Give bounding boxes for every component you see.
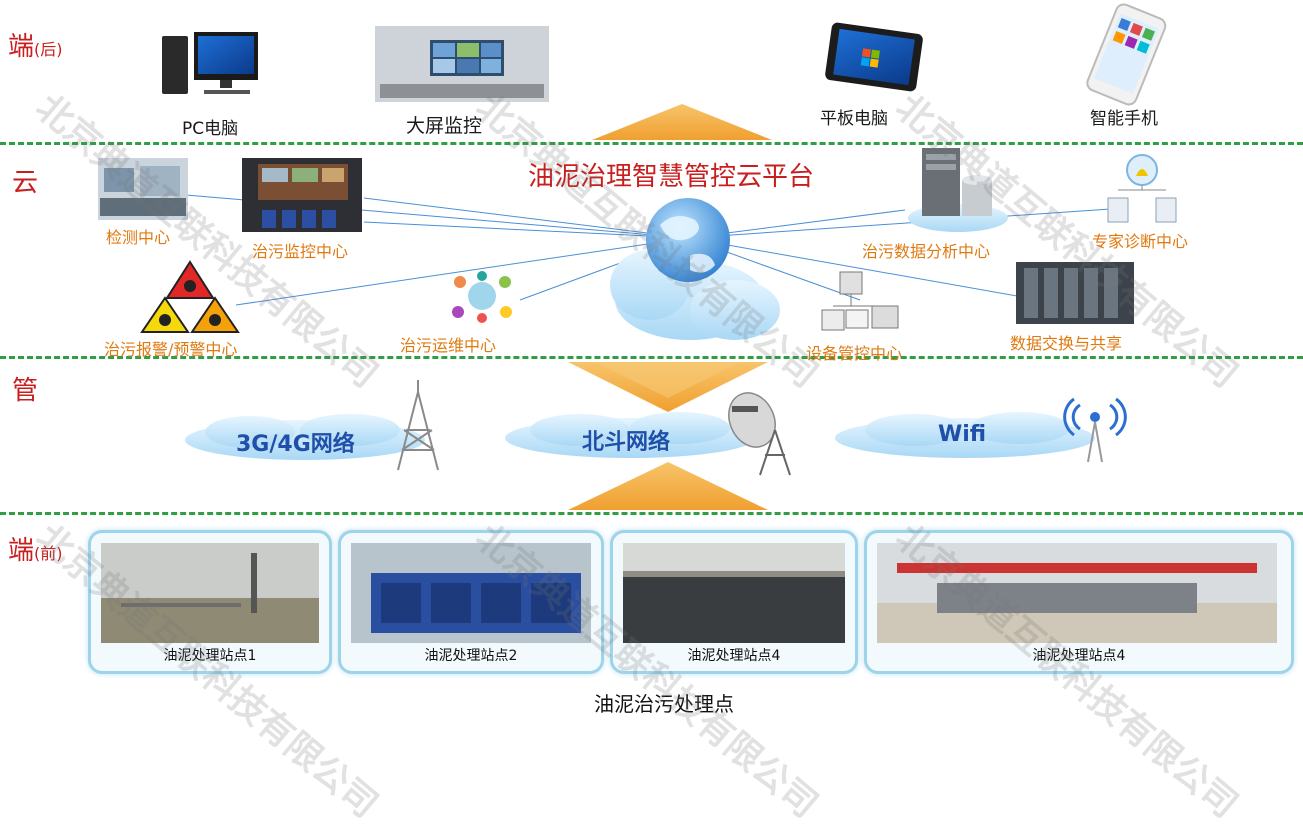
site-card-2: 油泥处理站点2 <box>338 530 604 674</box>
data-analysis-server-icon <box>908 148 1008 232</box>
detect-center-label: 检测中心 <box>106 228 171 247</box>
device-control-icon <box>821 271 899 331</box>
monitor-center-label: 治污监控中心 <box>252 242 349 261</box>
expert-diagnosis-icon <box>1107 154 1177 223</box>
double-arrow-middle <box>568 362 768 412</box>
tablet-icon <box>825 22 923 92</box>
data-exchange-server-photo <box>1016 262 1134 324</box>
layer-label-cloud: 云 <box>12 168 39 198</box>
big-screen-icon <box>375 26 549 102</box>
site-card-3: 油泥处理站点4 <box>610 530 858 674</box>
phone-icon <box>1086 3 1167 106</box>
wifi-network-label: Wifi <box>938 422 987 447</box>
tablet-label: 平板电脑 <box>820 109 888 129</box>
site-label-4: 油泥处理站点4 <box>1032 648 1126 664</box>
up-arrow-bottom <box>568 462 768 510</box>
layer-divider-3 <box>0 512 1303 515</box>
site-label-2: 油泥处理站点2 <box>424 648 518 664</box>
phone-label: 智能手机 <box>1090 109 1158 129</box>
pc-icon <box>162 32 258 94</box>
device-control-label: 设备管控中心 <box>806 344 903 363</box>
beidou-network-label: 北斗网络 <box>582 430 671 455</box>
site-photo-3 <box>623 543 845 643</box>
network-cloud-beidou <box>505 412 755 458</box>
layer-label-pipe: 管 <box>12 376 39 406</box>
up-arrow-top <box>592 104 772 140</box>
alarm-center-label: 治污报警/预警中心 <box>104 340 238 359</box>
site-photo-1 <box>101 543 319 643</box>
expert-diagnosis-label: 专家诊断中心 <box>1092 232 1189 251</box>
satellite-dish-icon <box>728 392 791 476</box>
ops-center-label: 治污运维中心 <box>400 336 497 355</box>
layer-label-end-front: 端(前) <box>8 536 63 566</box>
pc-label: PC电脑 <box>182 119 239 139</box>
site-card-1: 油泥处理站点1 <box>88 530 332 674</box>
site-photo-2 <box>351 543 591 643</box>
big-screen-label: 大屏监控 <box>406 115 483 137</box>
diagram-canvas <box>98 3 1177 510</box>
site-label-1: 油泥处理站点1 <box>163 648 257 664</box>
detect-center-photo <box>98 158 188 220</box>
site-card-4: 油泥处理站点4 <box>864 530 1294 674</box>
network-cloud-wifi <box>835 412 1095 458</box>
data-exchange-label: 数据交换与共享 <box>1010 334 1123 353</box>
site-label-3: 油泥处理站点4 <box>687 648 781 664</box>
layer-divider-1 <box>0 142 1303 145</box>
site-photo-4 <box>877 543 1277 643</box>
monitor-center-photo <box>242 158 362 232</box>
layer-label-end-back: 端(后) <box>8 32 63 62</box>
wifi-antenna-icon <box>1063 397 1127 463</box>
ops-hub-icon <box>452 271 512 323</box>
sites-title: 油泥治污处理点 <box>594 692 734 716</box>
layer-divider-2 <box>0 356 1303 359</box>
network-cloud-mobile <box>185 414 425 460</box>
data-analysis-label: 治污数据分析中心 <box>862 242 991 261</box>
cell-tower-icon <box>397 380 439 471</box>
platform-title: 油泥治理智慧管控云平台 <box>528 162 815 192</box>
central-cloud-icon <box>610 198 780 340</box>
alarm-warning-icons <box>140 260 240 333</box>
mobile-network-label: 3G/4G网络 <box>236 432 355 457</box>
